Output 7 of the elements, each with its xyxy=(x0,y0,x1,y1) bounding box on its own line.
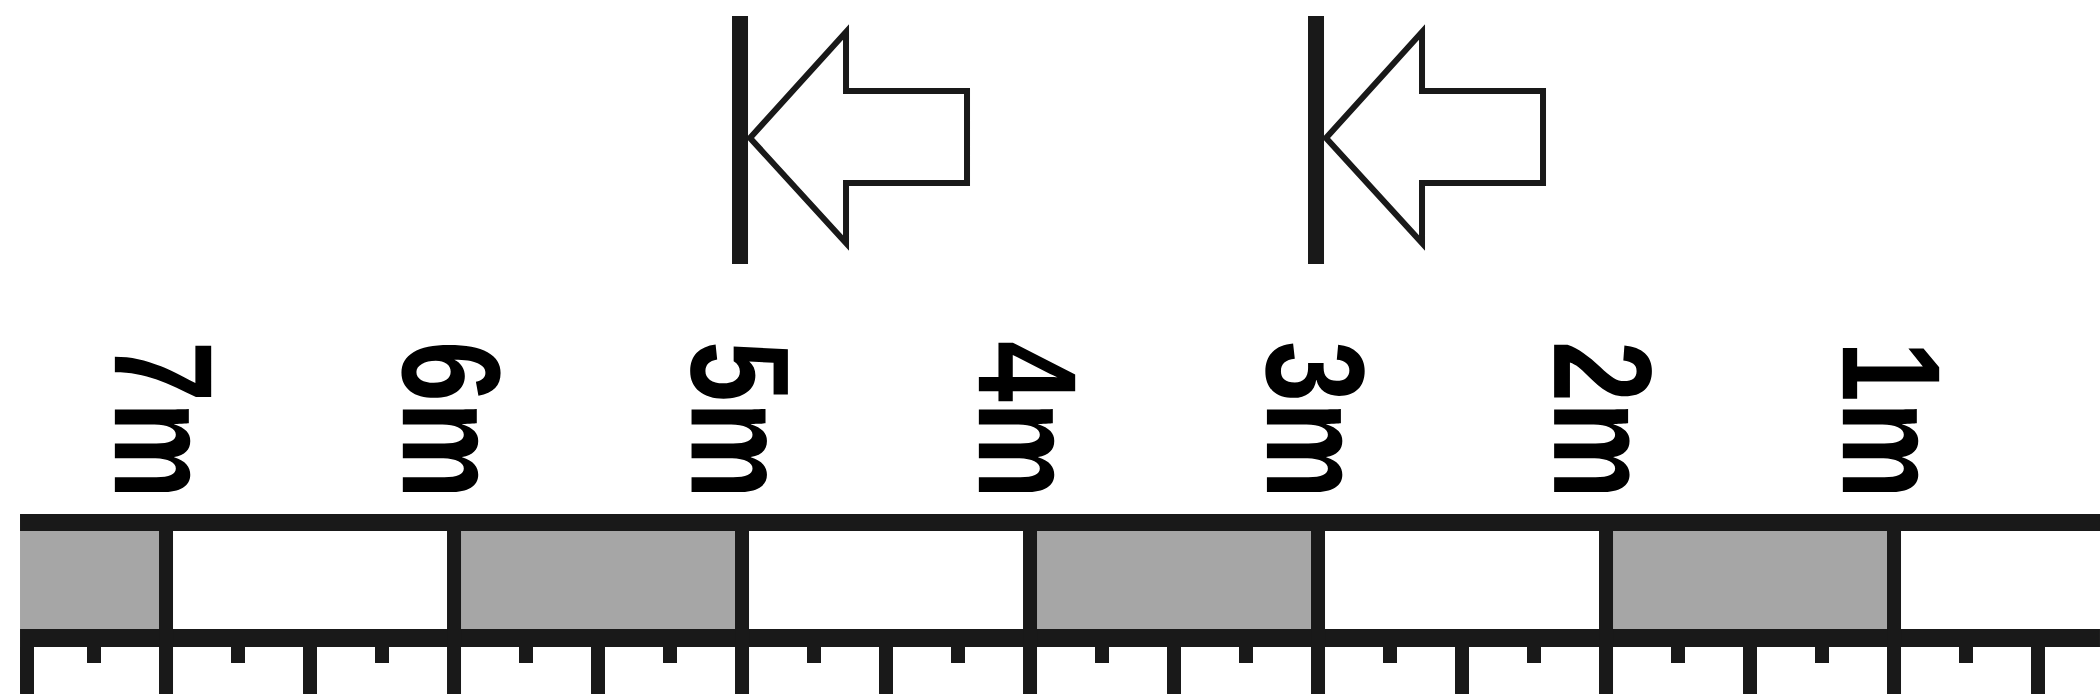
distance-label: 6m xyxy=(401,345,501,493)
distance-label: 4m xyxy=(978,342,1076,493)
distance-label: 3m xyxy=(1265,343,1365,493)
distance-label: 7m xyxy=(114,345,212,493)
distance-label: 2m xyxy=(1554,344,1652,493)
distance-label: 1m xyxy=(1842,347,1940,493)
distance-label: 5m xyxy=(690,344,788,493)
